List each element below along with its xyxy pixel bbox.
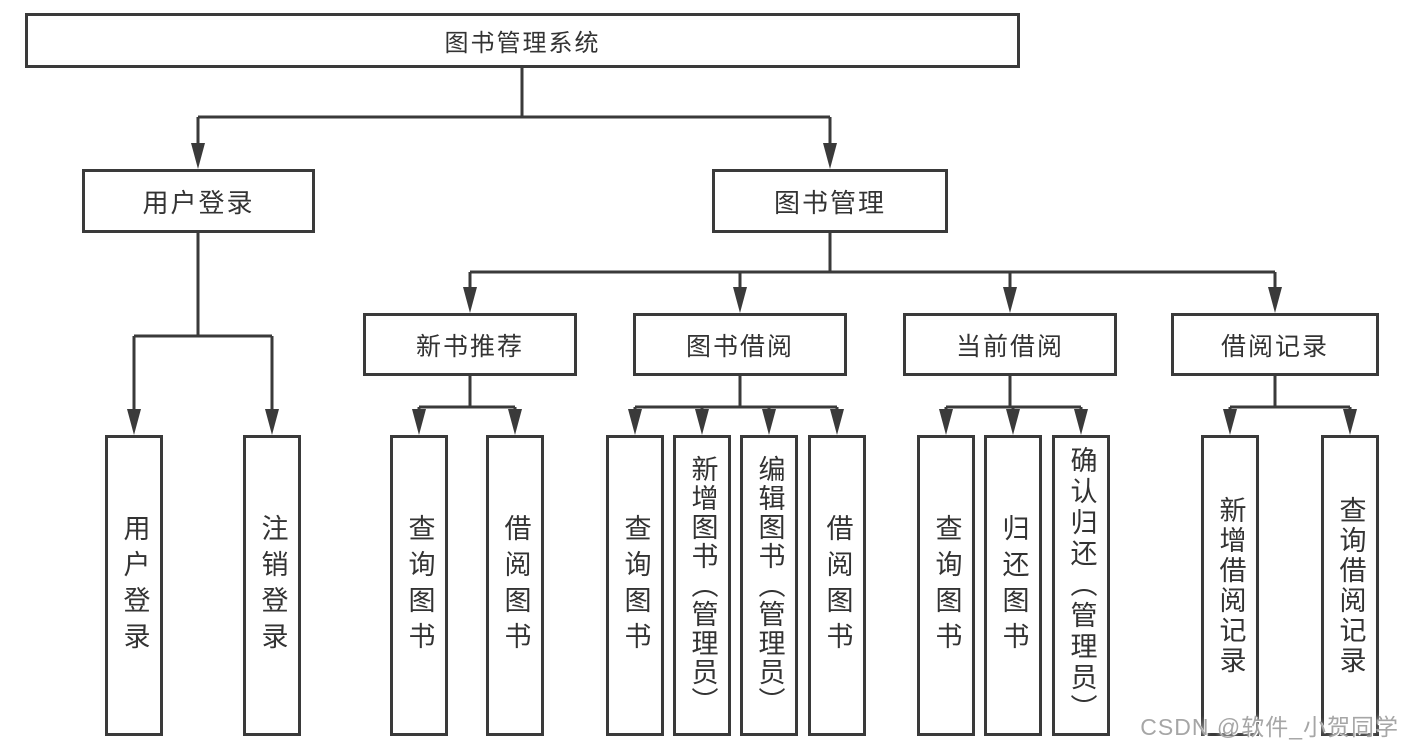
node-new-book-recommendation: 新书推荐: [363, 313, 577, 376]
node-label: 图书管理系统: [444, 30, 601, 57]
node-label: 图书管理: [773, 187, 886, 218]
node-label: 用户登录: [119, 513, 150, 658]
node-add-books-admin: 新增图书（管理员）: [673, 435, 731, 736]
node-label: 查询图书: [620, 513, 651, 658]
node-library-management-system: 图书管理系统: [25, 13, 1020, 68]
node-query-borrowing-record: 查询借阅记录: [1321, 435, 1379, 736]
node-query-books-recommend: 查询图书: [390, 435, 448, 736]
node-label: 新增图书（管理员）: [687, 455, 718, 716]
node-label: 图书借阅: [685, 332, 794, 361]
node-label: 注销登录: [257, 513, 288, 658]
node-add-borrowing-record: 新增借阅记录: [1201, 435, 1259, 736]
node-user-login-leaf: 用户登录: [105, 435, 163, 736]
node-book-management: 图书管理: [712, 169, 948, 233]
node-edit-books-admin: 编辑图书（管理员）: [740, 435, 798, 736]
node-label: 新增借阅记录: [1215, 495, 1246, 676]
node-label: 借阅图书: [822, 513, 853, 658]
node-borrow-books-recommend: 借阅图书: [486, 435, 544, 736]
node-label: 当前借阅: [955, 332, 1064, 361]
node-confirm-return-admin: 确认归还（管理员）: [1052, 435, 1110, 736]
node-label: 新书推荐: [415, 332, 524, 361]
node-current-borrowing: 当前借阅: [903, 313, 1117, 376]
node-label: 确认归还（管理员）: [1066, 446, 1097, 725]
node-borrowing-records: 借阅记录: [1171, 313, 1379, 376]
watermark: CSDN @软件_小贺同学: [1140, 714, 1399, 740]
node-label: 查询图书: [404, 513, 435, 658]
node-label: 归还图书: [998, 513, 1029, 658]
node-logout: 注销登录: [243, 435, 301, 736]
node-label: 借阅记录: [1220, 332, 1329, 361]
node-label: 用户登录: [142, 187, 255, 218]
node-return-books: 归还图书: [984, 435, 1042, 736]
node-book-borrowing: 图书借阅: [633, 313, 847, 376]
node-query-books-current: 查询图书: [917, 435, 975, 736]
node-label: 编辑图书（管理员）: [754, 455, 785, 716]
node-user-login: 用户登录: [82, 169, 315, 233]
node-borrow-books-leaf: 借阅图书: [808, 435, 866, 736]
node-query-books-borrow: 查询图书: [606, 435, 664, 736]
node-label: 查询借阅记录: [1335, 495, 1366, 676]
node-label: 借阅图书: [500, 513, 531, 658]
node-label: 查询图书: [931, 513, 962, 658]
